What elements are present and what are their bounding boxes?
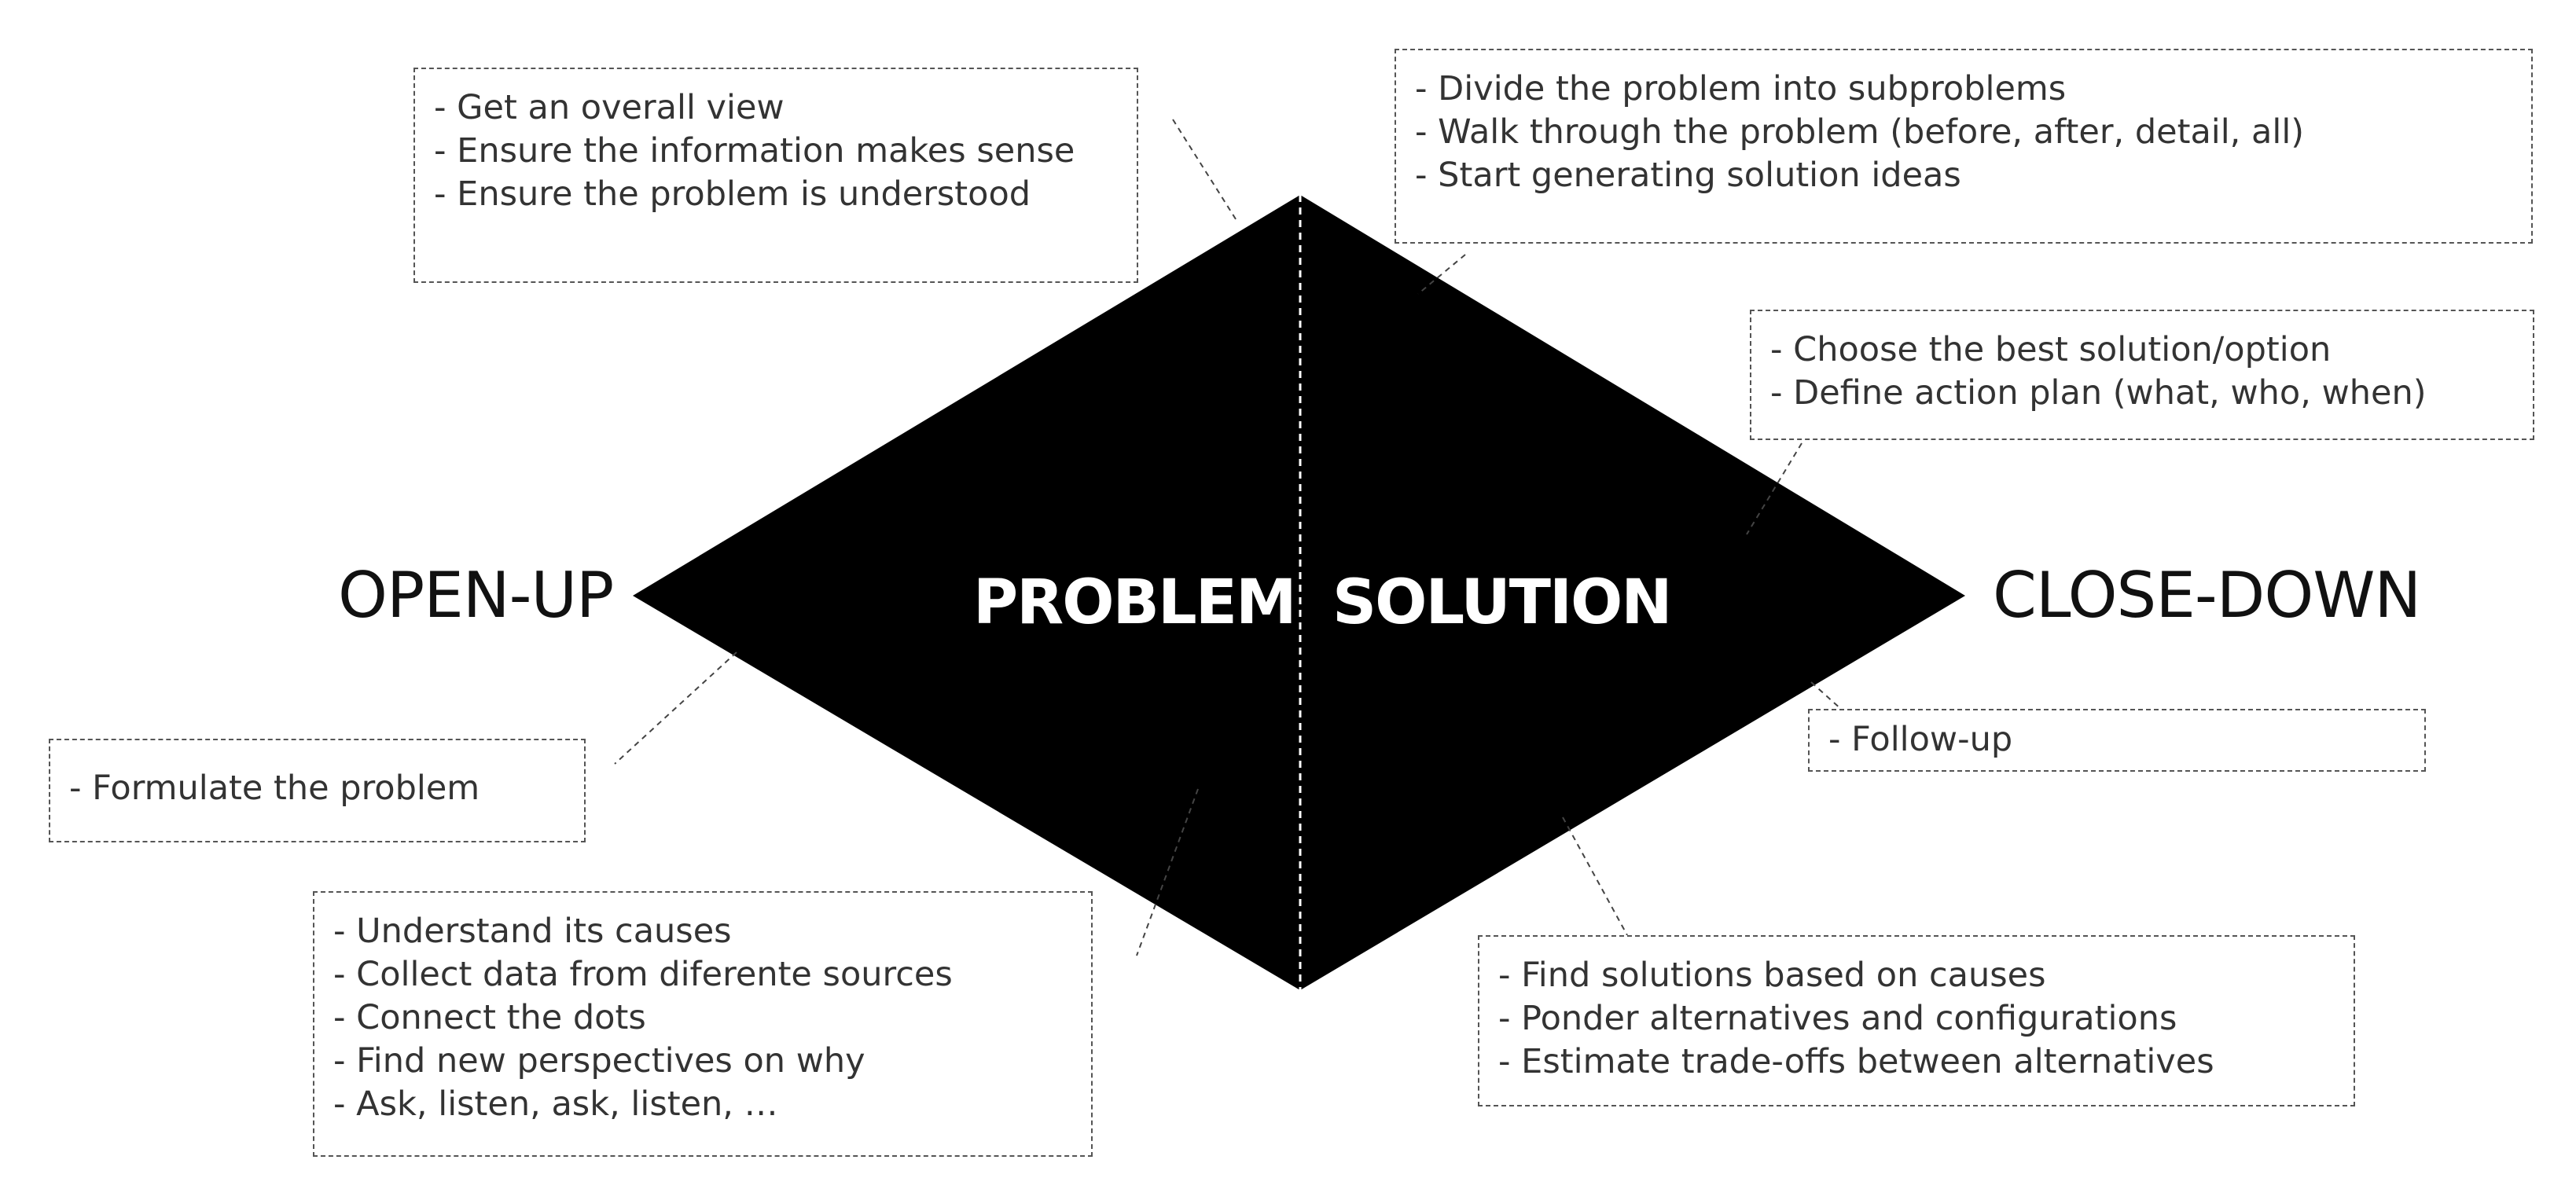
connector-overview (1172, 119, 1238, 222)
note-line: - Walk through the problem (before, afte… (1415, 112, 2305, 152)
note-solutions: - Find solutions based on causes - Ponde… (1478, 935, 2355, 1106)
note-line: - Connect the dots (333, 998, 646, 1037)
connector-understand (1136, 788, 1199, 956)
note-line: - Ensure the problem is understood (434, 174, 1031, 214)
connector-followup (1810, 681, 1843, 711)
note-line: - Find solutions based on causes (1498, 956, 2046, 995)
connector-decide (1746, 442, 1802, 535)
note-line: - Choose the best solution/option (1770, 330, 2332, 369)
note-followup: - Follow-up (1808, 709, 2426, 772)
note-overview: - Get an overall view - Ensure the infor… (413, 68, 1138, 283)
note-line: - Get an overall view (434, 88, 785, 127)
diamond-shape (633, 195, 1965, 990)
note-line: - Ask, listen, ask, listen, … (333, 1084, 778, 1124)
note-line: - Start generating solution ideas (1415, 156, 1961, 195)
note-line: - Define action plan (what, who, when) (1770, 373, 2427, 413)
connector-formulate (614, 651, 737, 765)
connector-decompose (1417, 254, 1466, 295)
note-line: - Divide the problem into subproblems (1415, 69, 2067, 108)
problem-label: PROBLEM (973, 567, 1297, 638)
note-line: - Estimate trade-offs between alternativ… (1498, 1042, 2214, 1081)
note-line: - Follow-up (1828, 720, 2013, 759)
note-line: - Ensure the information makes sense (434, 131, 1075, 171)
note-line: - Ponder alternatives and configurations (1498, 999, 2177, 1038)
note-understand: - Understand its causes - Collect data f… (313, 891, 1093, 1157)
note-line: - Collect data from diferente sources (333, 955, 953, 994)
close-down-label: CLOSE-DOWN (1993, 559, 2421, 632)
note-line: - Find new perspectives on why (333, 1041, 865, 1081)
note-decompose: - Divide the problem into subproblems - … (1395, 49, 2533, 244)
open-up-label: OPEN-UP (338, 559, 614, 632)
note-decide: - Choose the best solution/option - Defi… (1750, 310, 2534, 440)
note-formulate: - Formulate the problem (49, 739, 586, 842)
solution-label: SOLUTION (1332, 567, 1673, 638)
connector-solutions (1562, 817, 1628, 936)
note-line: - Understand its causes (333, 912, 732, 951)
note-line: - Formulate the problem (69, 769, 480, 808)
